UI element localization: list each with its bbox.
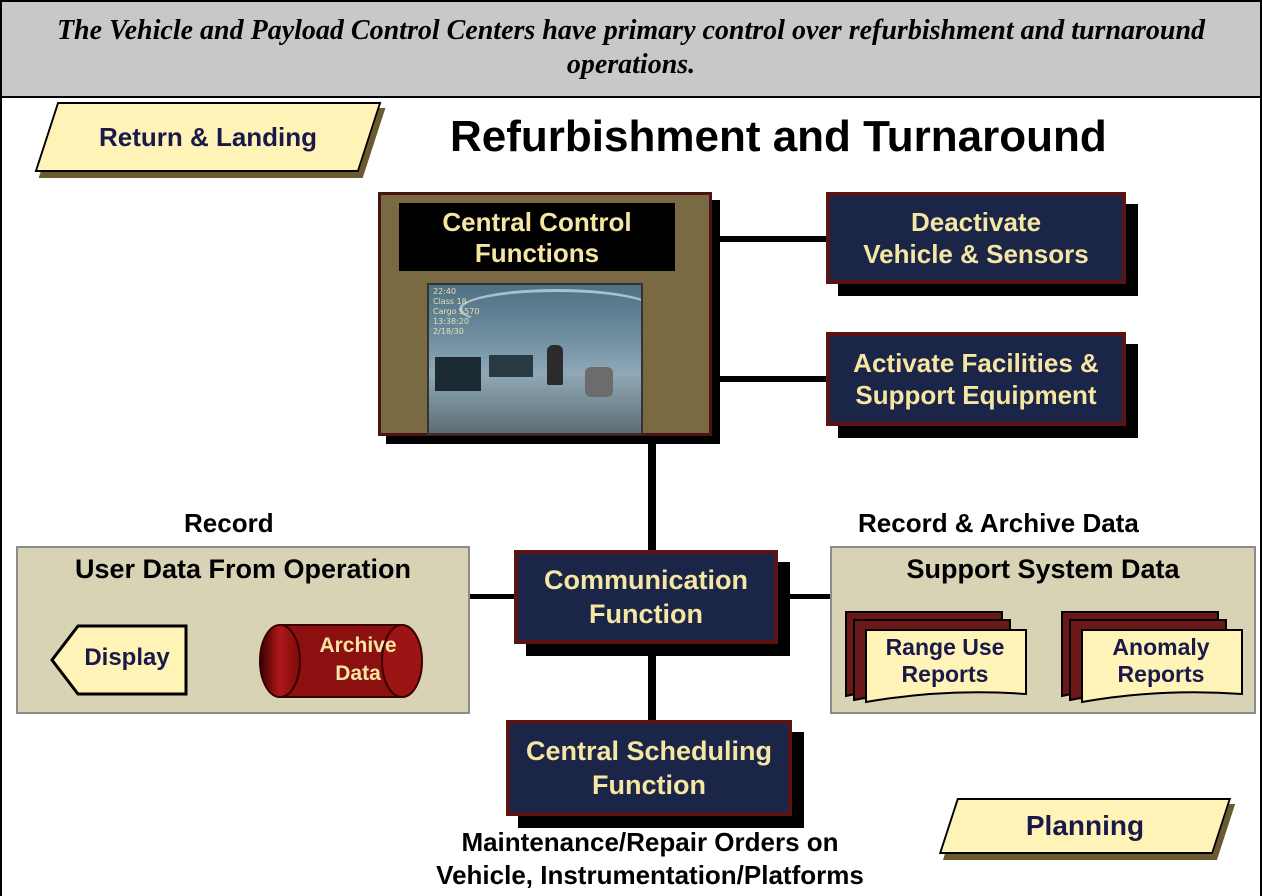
user-data-title: User Data From Operation [74, 554, 412, 584]
activate-box: Activate Facilities & Support Equipment [826, 332, 1126, 426]
communication-box: Communication Function [514, 550, 778, 644]
overlay-line-2: Class 18 [433, 297, 467, 306]
central-control-label: Central Control Functions [399, 203, 675, 271]
photo-console-left [435, 357, 481, 391]
central-control-line2: Functions [474, 238, 600, 268]
overlay-line-3: Cargo 5570 [433, 307, 480, 316]
record-archive-heading: Record & Archive Data [858, 508, 1139, 538]
activate-line1: Activate Facilities & [853, 348, 1099, 378]
range-use-line2: Reports [901, 661, 989, 687]
overlay-line-4: 13:38:20 [433, 317, 469, 326]
photo-person [547, 345, 563, 385]
record-heading: Record [184, 508, 274, 538]
activate-line2: Support Equipment [855, 380, 1097, 410]
archive-line1: Archive [319, 634, 397, 657]
photo-overlay-text: 22:40 Class 18 Cargo 5570 13:38:20 2/18/… [433, 287, 480, 337]
communication-line1: Communication [543, 565, 748, 595]
connector-activate [712, 376, 830, 382]
footer-text: Maintenance/Repair Orders on Vehicle, In… [280, 826, 1020, 892]
connector-deactivate [712, 236, 830, 242]
archive-label: Archive Data [302, 632, 414, 688]
photo-chair [585, 367, 613, 397]
display-label: Display [84, 644, 170, 671]
footer-line2: Vehicle, Instrumentation/Platforms [436, 860, 864, 890]
anomaly-label: Anomaly Reports [1082, 634, 1240, 688]
return-landing-button[interactable]: Return & Landing [34, 102, 382, 172]
overlay-line-1: 22:40 [433, 287, 457, 296]
deactivate-line1: Deactivate [910, 207, 1042, 237]
return-landing-label: Return & Landing [98, 122, 318, 152]
central-control-line1: Central Control [442, 207, 632, 237]
scheduling-line1: Central Scheduling [525, 736, 773, 766]
photo-ceiling [459, 289, 641, 329]
anomaly-line1: Anomaly [1112, 634, 1210, 660]
support-system-title: Support System Data [906, 554, 1180, 584]
connector-control-comm [648, 432, 656, 552]
archive-line2: Data [335, 662, 381, 685]
overlay-line-5: 2/18/30 [433, 327, 464, 336]
caption-bar: The Vehicle and Payload Control Centers … [0, 0, 1262, 98]
connector-comm-sched [648, 638, 656, 722]
anomaly-line2: Reports [1117, 661, 1205, 687]
communication-line2: Function [589, 599, 703, 629]
photo-console-right [489, 355, 533, 377]
footer-line1: Maintenance/Repair Orders on [461, 827, 839, 857]
range-use-label: Range Use Reports [866, 634, 1024, 688]
control-room-photo: 22:40 Class 18 Cargo 5570 13:38:20 2/18/… [427, 283, 643, 435]
range-use-reports-shape [845, 611, 1027, 704]
central-control-panel: Central Control Functions 22:40 Class 18… [378, 192, 712, 436]
scheduling-box: Central Scheduling Function [506, 720, 792, 816]
range-use-line1: Range Use [885, 634, 1005, 660]
deactivate-line2: Vehicle & Sensors [863, 239, 1089, 269]
archive-cylinder [259, 624, 423, 698]
caption-text: The Vehicle and Payload Control Centers … [56, 15, 1206, 80]
display-shape [50, 624, 188, 696]
anomaly-reports-shape [1061, 611, 1243, 704]
page-title: Refurbishment and Turnaround [450, 112, 1107, 161]
scheduling-line2: Function [592, 770, 706, 800]
deactivate-box: Deactivate Vehicle & Sensors [826, 192, 1126, 284]
